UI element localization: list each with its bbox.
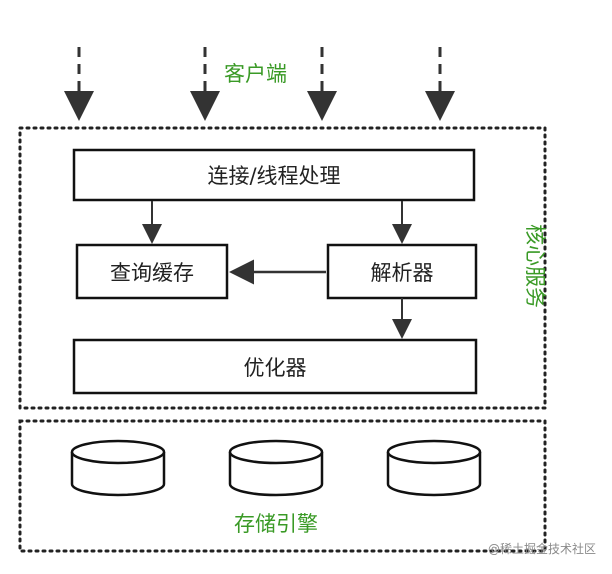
parser-box [326, 243, 478, 300]
storage-engine-container [18, 419, 547, 553]
storage-cylinder-2 [228, 439, 324, 497]
query-cache-box [75, 243, 229, 300]
client-arrows [64, 47, 455, 121]
core-service-container [18, 126, 547, 410]
client-label: 客户端 [224, 62, 287, 86]
parser-label: 解析器 [371, 261, 434, 285]
connection-label: 连接/线程处理 [207, 164, 340, 188]
optimizer-label: 优化器 [244, 356, 307, 380]
storage-cylinder-1 [70, 439, 166, 497]
core-service-label: 核心服务 [523, 224, 547, 308]
storage-cylinder-3 [386, 439, 482, 497]
query-cache-label: 查询缓存 [110, 261, 194, 285]
connection-box [72, 148, 476, 202]
storage-engine-label: 存储引擎 [234, 512, 318, 536]
optimizer-box [72, 338, 478, 395]
watermark-text: @稀土掘金技术社区 [488, 541, 596, 556]
